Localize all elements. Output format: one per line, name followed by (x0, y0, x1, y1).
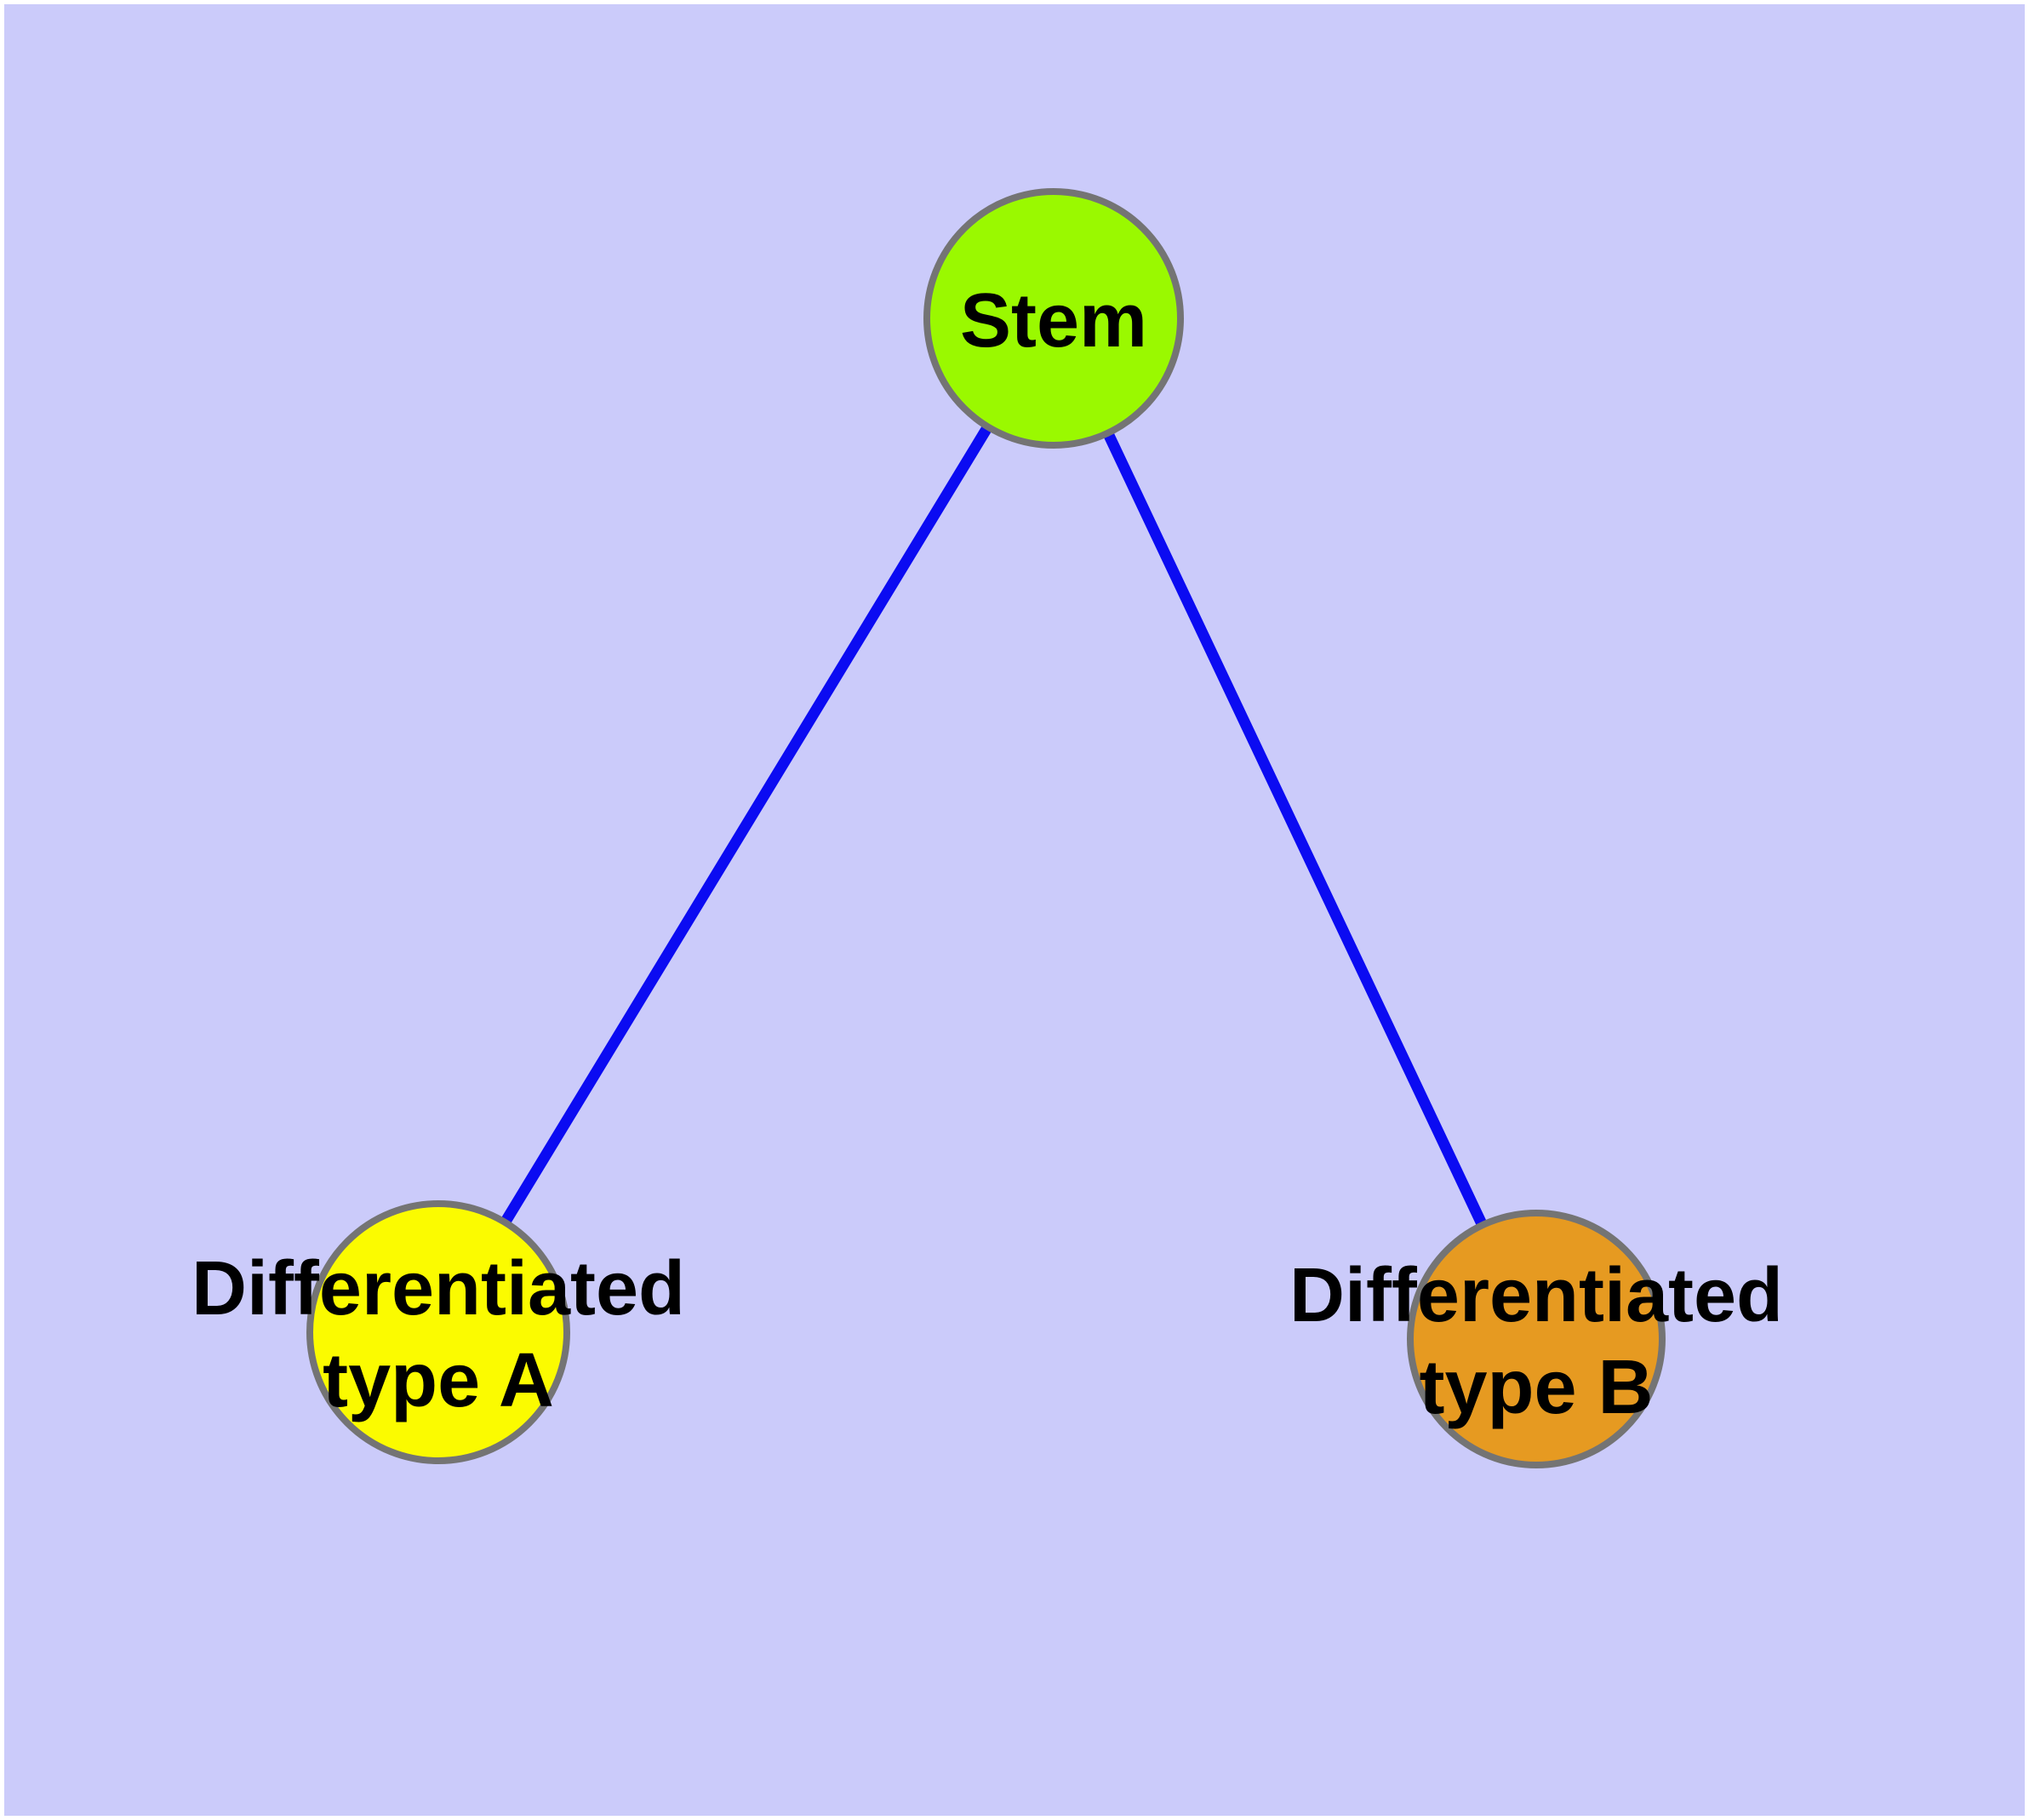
node-stem (923, 188, 1184, 449)
edge-stem-to-differentiated-type-b (1049, 316, 1541, 1342)
node-differentiated-type-b (1407, 1210, 1666, 1468)
edge-stem-to-differentiated-type-a (433, 315, 1059, 1336)
node-differentiated-type-a (306, 1200, 570, 1464)
node-label-stem: Stem (960, 278, 1147, 363)
